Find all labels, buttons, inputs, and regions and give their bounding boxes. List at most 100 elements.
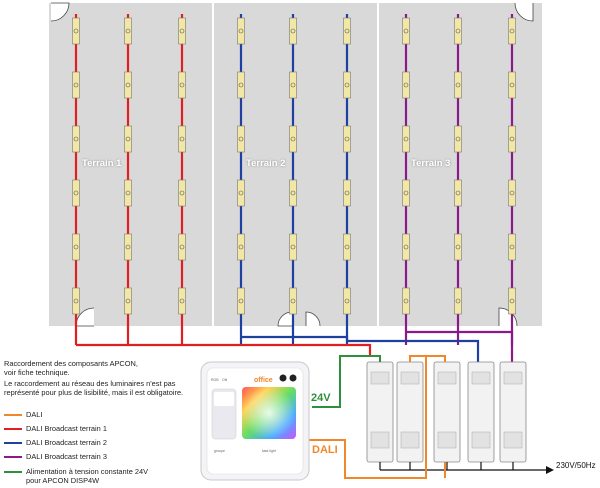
driver-terminal bbox=[437, 431, 457, 449]
luminaire bbox=[72, 71, 80, 99]
dali-wire-branch bbox=[409, 355, 426, 362]
luminaire-marker bbox=[125, 28, 131, 34]
luminaire-marker bbox=[290, 28, 296, 34]
luminaire bbox=[237, 233, 245, 261]
luminaire-marker bbox=[344, 28, 350, 34]
luminaire bbox=[178, 71, 186, 99]
court-3 bbox=[379, 3, 542, 326]
luminaire-marker bbox=[455, 28, 461, 34]
legend-swatch bbox=[4, 442, 22, 444]
24v-wire bbox=[312, 355, 381, 408]
luminaire bbox=[237, 125, 245, 153]
legend-item-24v: Alimentation à tension constante 24V pou… bbox=[4, 467, 148, 485]
door-top-right bbox=[514, 2, 534, 22]
driver-terminal bbox=[370, 431, 390, 449]
luminaire-marker bbox=[125, 82, 131, 88]
driver-terminal bbox=[503, 371, 523, 385]
luminaire bbox=[178, 179, 186, 207]
luminaire-marker bbox=[238, 244, 244, 250]
legend-label: Alimentation à tension constante 24V pou… bbox=[26, 467, 149, 485]
luminaire bbox=[237, 287, 245, 315]
luminaire bbox=[178, 287, 186, 315]
panel-slider-knob bbox=[214, 392, 234, 406]
info-line-3: Le raccordement au réseau des luminaires… bbox=[4, 379, 184, 397]
luminaire-marker bbox=[455, 136, 461, 142]
terrain-2-label: Terrain 2 bbox=[246, 158, 286, 169]
info-line-2: voir fiche technique. bbox=[4, 368, 70, 377]
luminaire bbox=[124, 17, 132, 45]
legend-label: DALI Broadcast terrain 2 bbox=[26, 438, 107, 447]
driver-terminal bbox=[471, 371, 491, 385]
luminaire-marker bbox=[179, 298, 185, 304]
luminaire bbox=[343, 17, 351, 45]
panel-caption-right: task light bbox=[262, 449, 276, 453]
color-picker-glow bbox=[242, 387, 296, 439]
luminaire-marker bbox=[290, 136, 296, 142]
mains-label: 230V/50Hz bbox=[556, 461, 596, 470]
luminaire-marker bbox=[509, 136, 515, 142]
luminaire-marker bbox=[125, 244, 131, 250]
info-text: Raccordement des composants APCON,voir f… bbox=[4, 359, 204, 399]
luminaire-marker bbox=[73, 298, 79, 304]
luminaire-marker bbox=[179, 28, 185, 34]
luminaire bbox=[72, 17, 80, 45]
luminaire-marker bbox=[238, 82, 244, 88]
luminaire bbox=[343, 125, 351, 153]
bus-terrain-3 bbox=[406, 330, 514, 362]
panel-button-1 bbox=[279, 374, 287, 382]
luminaire-marker bbox=[403, 190, 409, 196]
luminaire-marker bbox=[455, 82, 461, 88]
luminaire bbox=[289, 17, 297, 45]
luminaire bbox=[402, 233, 410, 261]
luminaire-marker bbox=[179, 244, 185, 250]
luminaire-marker bbox=[344, 298, 350, 304]
luminaire bbox=[237, 71, 245, 99]
luminaire bbox=[72, 179, 80, 207]
luminaire-marker bbox=[73, 28, 79, 34]
panel-button-2 bbox=[289, 374, 297, 382]
luminaire bbox=[289, 179, 297, 207]
luminaire-marker bbox=[344, 244, 350, 250]
luminaire-marker bbox=[290, 244, 296, 250]
fixtures-group bbox=[72, 14, 516, 362]
dali-line-label: DALI bbox=[312, 444, 338, 456]
luminaire-marker bbox=[125, 298, 131, 304]
luminaire bbox=[454, 233, 462, 261]
luminaire-marker bbox=[455, 244, 461, 250]
dali-wire bbox=[307, 355, 446, 479]
driver-terminal bbox=[400, 371, 420, 385]
driver-terminal bbox=[503, 431, 523, 449]
luminaire-marker bbox=[73, 82, 79, 88]
luminaire-marker bbox=[403, 298, 409, 304]
luminaire-marker bbox=[73, 244, 79, 250]
luminaire bbox=[508, 17, 516, 45]
terrain-1-label: Terrain 1 bbox=[82, 158, 122, 169]
luminaire bbox=[178, 233, 186, 261]
driver-terminal bbox=[437, 371, 457, 385]
luminaire bbox=[508, 125, 516, 153]
luminaire-marker bbox=[290, 82, 296, 88]
luminaire-marker bbox=[73, 190, 79, 196]
luminaire bbox=[289, 71, 297, 99]
luminaire bbox=[508, 71, 516, 99]
luminaire bbox=[124, 125, 132, 153]
legend-item-terrain-1: DALI Broadcast terrain 1 bbox=[4, 424, 107, 433]
luminaire-marker bbox=[238, 298, 244, 304]
luminaire bbox=[124, 233, 132, 261]
panel-header: office bbox=[254, 377, 273, 384]
luminaire bbox=[124, 179, 132, 207]
luminaire bbox=[289, 125, 297, 153]
legend-swatch bbox=[4, 428, 22, 430]
luminaire-marker bbox=[455, 190, 461, 196]
luminaire-marker bbox=[403, 136, 409, 142]
luminaire-marker bbox=[403, 28, 409, 34]
mains-arrow bbox=[546, 466, 554, 474]
luminaire bbox=[72, 233, 80, 261]
luminaire-marker bbox=[290, 298, 296, 304]
luminaire-marker bbox=[125, 190, 131, 196]
terrain-3-label: Terrain 3 bbox=[411, 158, 451, 169]
luminaire bbox=[343, 233, 351, 261]
luminaire-marker bbox=[403, 82, 409, 88]
luminaire-marker bbox=[179, 190, 185, 196]
